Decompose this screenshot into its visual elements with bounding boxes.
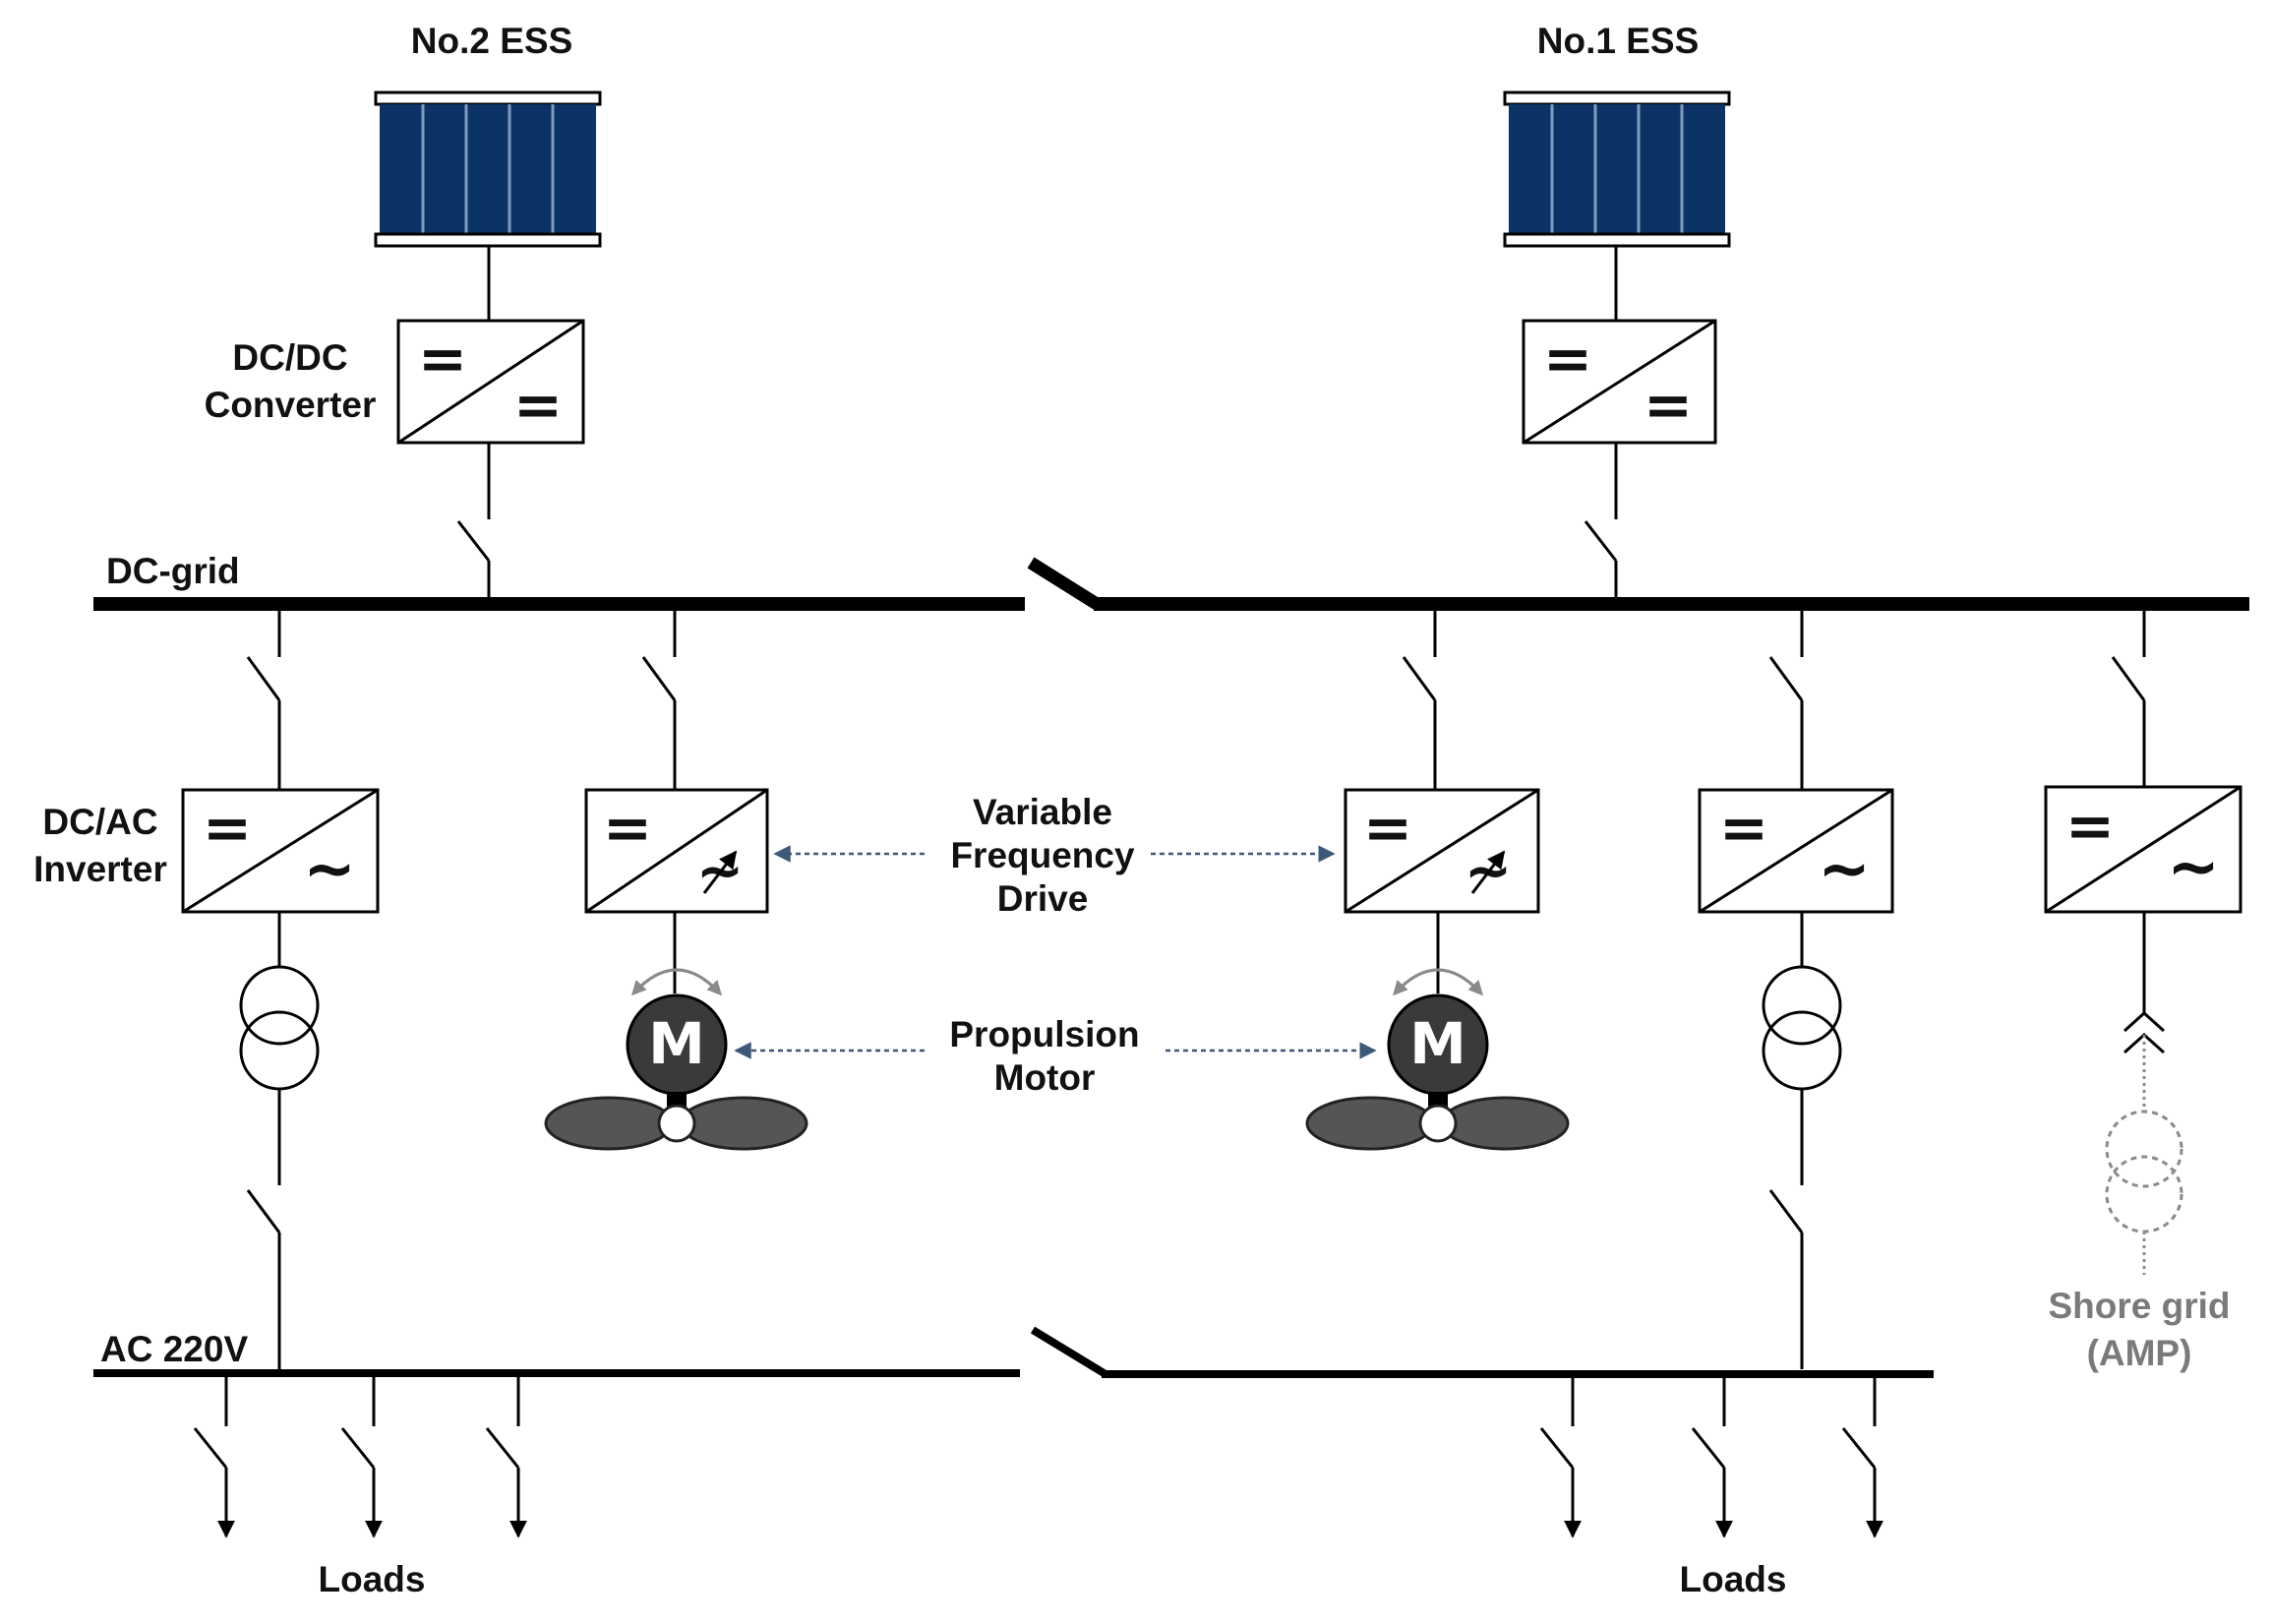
dcdc-label-line1: DC/DC (232, 337, 347, 378)
variable-ac-icon: ~ (696, 837, 745, 904)
bus-tie-breaker-dc (1027, 557, 1101, 610)
dcac-inverter-right: = ~ (1698, 788, 1894, 914)
shore-label-line1: Shore grid (2048, 1286, 2230, 1326)
rotation-arrow-icon (630, 968, 722, 996)
dc-symbol: = (513, 371, 563, 440)
dc-grid-label: DC-grid (106, 551, 240, 591)
ac-220v-bus (93, 1326, 1934, 1378)
vfd-left: = ~ (584, 788, 769, 914)
dcdc2-breaker (456, 443, 491, 602)
propulsion-motor-right: M (1305, 912, 1570, 1151)
dc-grid-bus (93, 557, 2249, 611)
shore-inverter: = ~ (2044, 785, 2242, 914)
load-feeders-left (193, 1377, 527, 1538)
dc-symbol: = (2065, 792, 2115, 861)
dcdc-converter-1: = = (1522, 319, 1717, 445)
ac-symbol: ~ (2167, 831, 2220, 904)
shore-transformer-icon (2105, 1110, 2183, 1188)
variable-ac-icon: ~ (1465, 837, 1513, 904)
ac-bus-label: AC 220V (100, 1329, 248, 1369)
dc-symbol: = (203, 794, 252, 863)
vfd-right: = ~ (1344, 788, 1540, 914)
vfd-label-line3: Drive (997, 878, 1089, 919)
vfd-label-line2: Frequency (950, 835, 1135, 875)
dcdc1-breaker (1584, 443, 1618, 602)
transformer-right-icon (1762, 912, 1842, 1369)
dcdc-label-line2: Converter (205, 385, 377, 425)
ess2-title: No.2 ESS (411, 21, 573, 61)
propeller-icon (1305, 1096, 1570, 1151)
loads-label-right: Loads (1680, 1559, 1787, 1599)
propulsion-motor-left: M (544, 912, 808, 1151)
ac-symbol: ~ (1818, 833, 1871, 906)
dcac-label-line1: DC/AC (42, 802, 157, 842)
plug-connector-icon (2123, 1010, 2166, 1033)
dc-symbol: = (1719, 794, 1768, 863)
ess2-battery-icon (374, 90, 602, 248)
propeller-icon (544, 1096, 808, 1151)
transformer-left-icon (239, 912, 320, 1369)
dc-symbol: = (603, 794, 652, 863)
loads-label-left: Loads (319, 1559, 426, 1599)
ess1-title: No.1 ESS (1537, 21, 1700, 61)
bus-tie-breaker-ac (1030, 1326, 1108, 1378)
dcac-label-line2: Inverter (33, 849, 167, 889)
shore-label-line2: (AMP) (2087, 1333, 2192, 1373)
dc-symbol: = (1644, 371, 1693, 440)
ac-symbol: ~ (303, 833, 356, 906)
dc-symbol: = (418, 325, 467, 393)
prop-label-line2: Motor (994, 1057, 1096, 1098)
rotation-arrow-icon (1392, 968, 1483, 996)
dcdc-converter-2: = = (396, 319, 585, 445)
vfd-label-line1: Variable (973, 792, 1112, 832)
motor-symbol: M (648, 1010, 705, 1077)
dcac-inverter-left: = ~ (181, 788, 380, 914)
motor-symbol: M (1409, 1010, 1466, 1077)
dc-symbol: = (1543, 325, 1592, 393)
dc-drops (246, 611, 2146, 790)
load-feeders-right (1539, 1377, 1883, 1538)
dc-symbol: = (1363, 794, 1412, 863)
ess1-battery-icon (1503, 90, 1731, 248)
shore-connection (2105, 912, 2183, 1275)
prop-label-line1: Propulsion (949, 1014, 1139, 1054)
